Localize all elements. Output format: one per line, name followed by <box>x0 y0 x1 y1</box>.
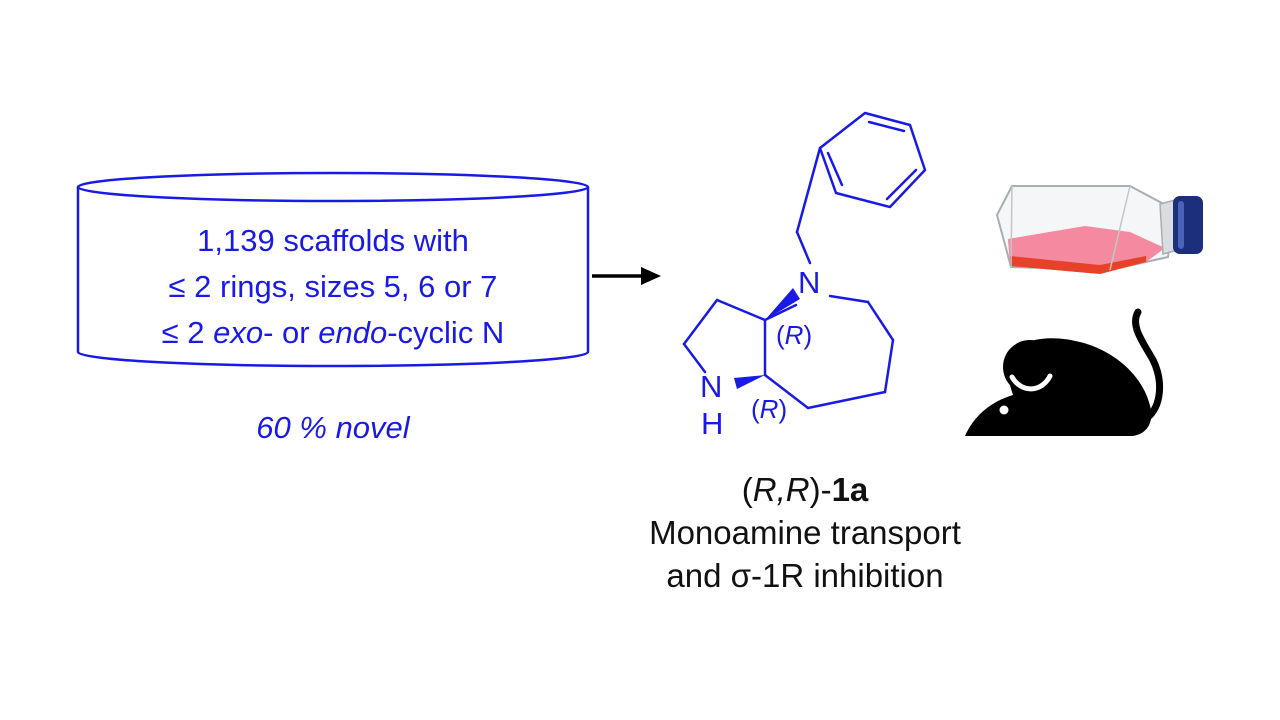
atom-nh-h: H <box>701 406 724 441</box>
library-line-3-exo: exo <box>213 315 264 350</box>
library-line-3-prefix: ≤ 2 <box>161 315 214 350</box>
compound-name: (R,R)-1a <box>560 468 1050 511</box>
library-cylinder <box>76 171 590 368</box>
stereo-label-1-r: R <box>784 320 804 350</box>
compound-r1: R <box>752 471 777 508</box>
stereo-label-2-r: R <box>759 394 779 424</box>
compound-paren-close: )- <box>809 471 832 508</box>
compound-caption: (R,R)-1a Monoamine transport and σ-1R in… <box>560 468 1050 597</box>
cell-culture-flask-icon <box>995 185 1203 274</box>
library-line-3-endo: endo <box>318 315 388 350</box>
compound-r2: R <box>785 471 810 508</box>
compound-id: 1a <box>831 471 869 508</box>
molecule-structure <box>682 111 927 410</box>
stereo-label-2: (R) <box>751 394 788 424</box>
novel-label: 60 % novel <box>256 410 410 445</box>
atom-n-tertiary: N <box>798 265 821 300</box>
library-line-3: ≤ 2 exo- or endo-cyclic N <box>80 310 586 356</box>
compound-paren-open: ( <box>741 471 753 508</box>
caption-line-2: Monoamine transport <box>649 514 961 551</box>
library-line-2: ≤ 2 rings, sizes 5, 6 or 7 <box>168 269 498 304</box>
atom-nh-n: N <box>700 369 723 404</box>
library-line-1: 1,139 scaffolds with <box>197 223 469 258</box>
library-description: 1,139 scaffolds with ≤ 2 rings, sizes 5,… <box>80 218 586 356</box>
stereo-label-1: (R) <box>776 320 813 350</box>
library-line-3-or: - or <box>263 315 319 350</box>
library-line-3-suffix: -cyclic N <box>387 315 505 350</box>
compound-comma: , <box>776 471 786 508</box>
caption-line-3: and σ-1R inhibition <box>666 557 944 594</box>
arrow <box>592 267 661 285</box>
mouse-icon <box>965 308 1164 436</box>
